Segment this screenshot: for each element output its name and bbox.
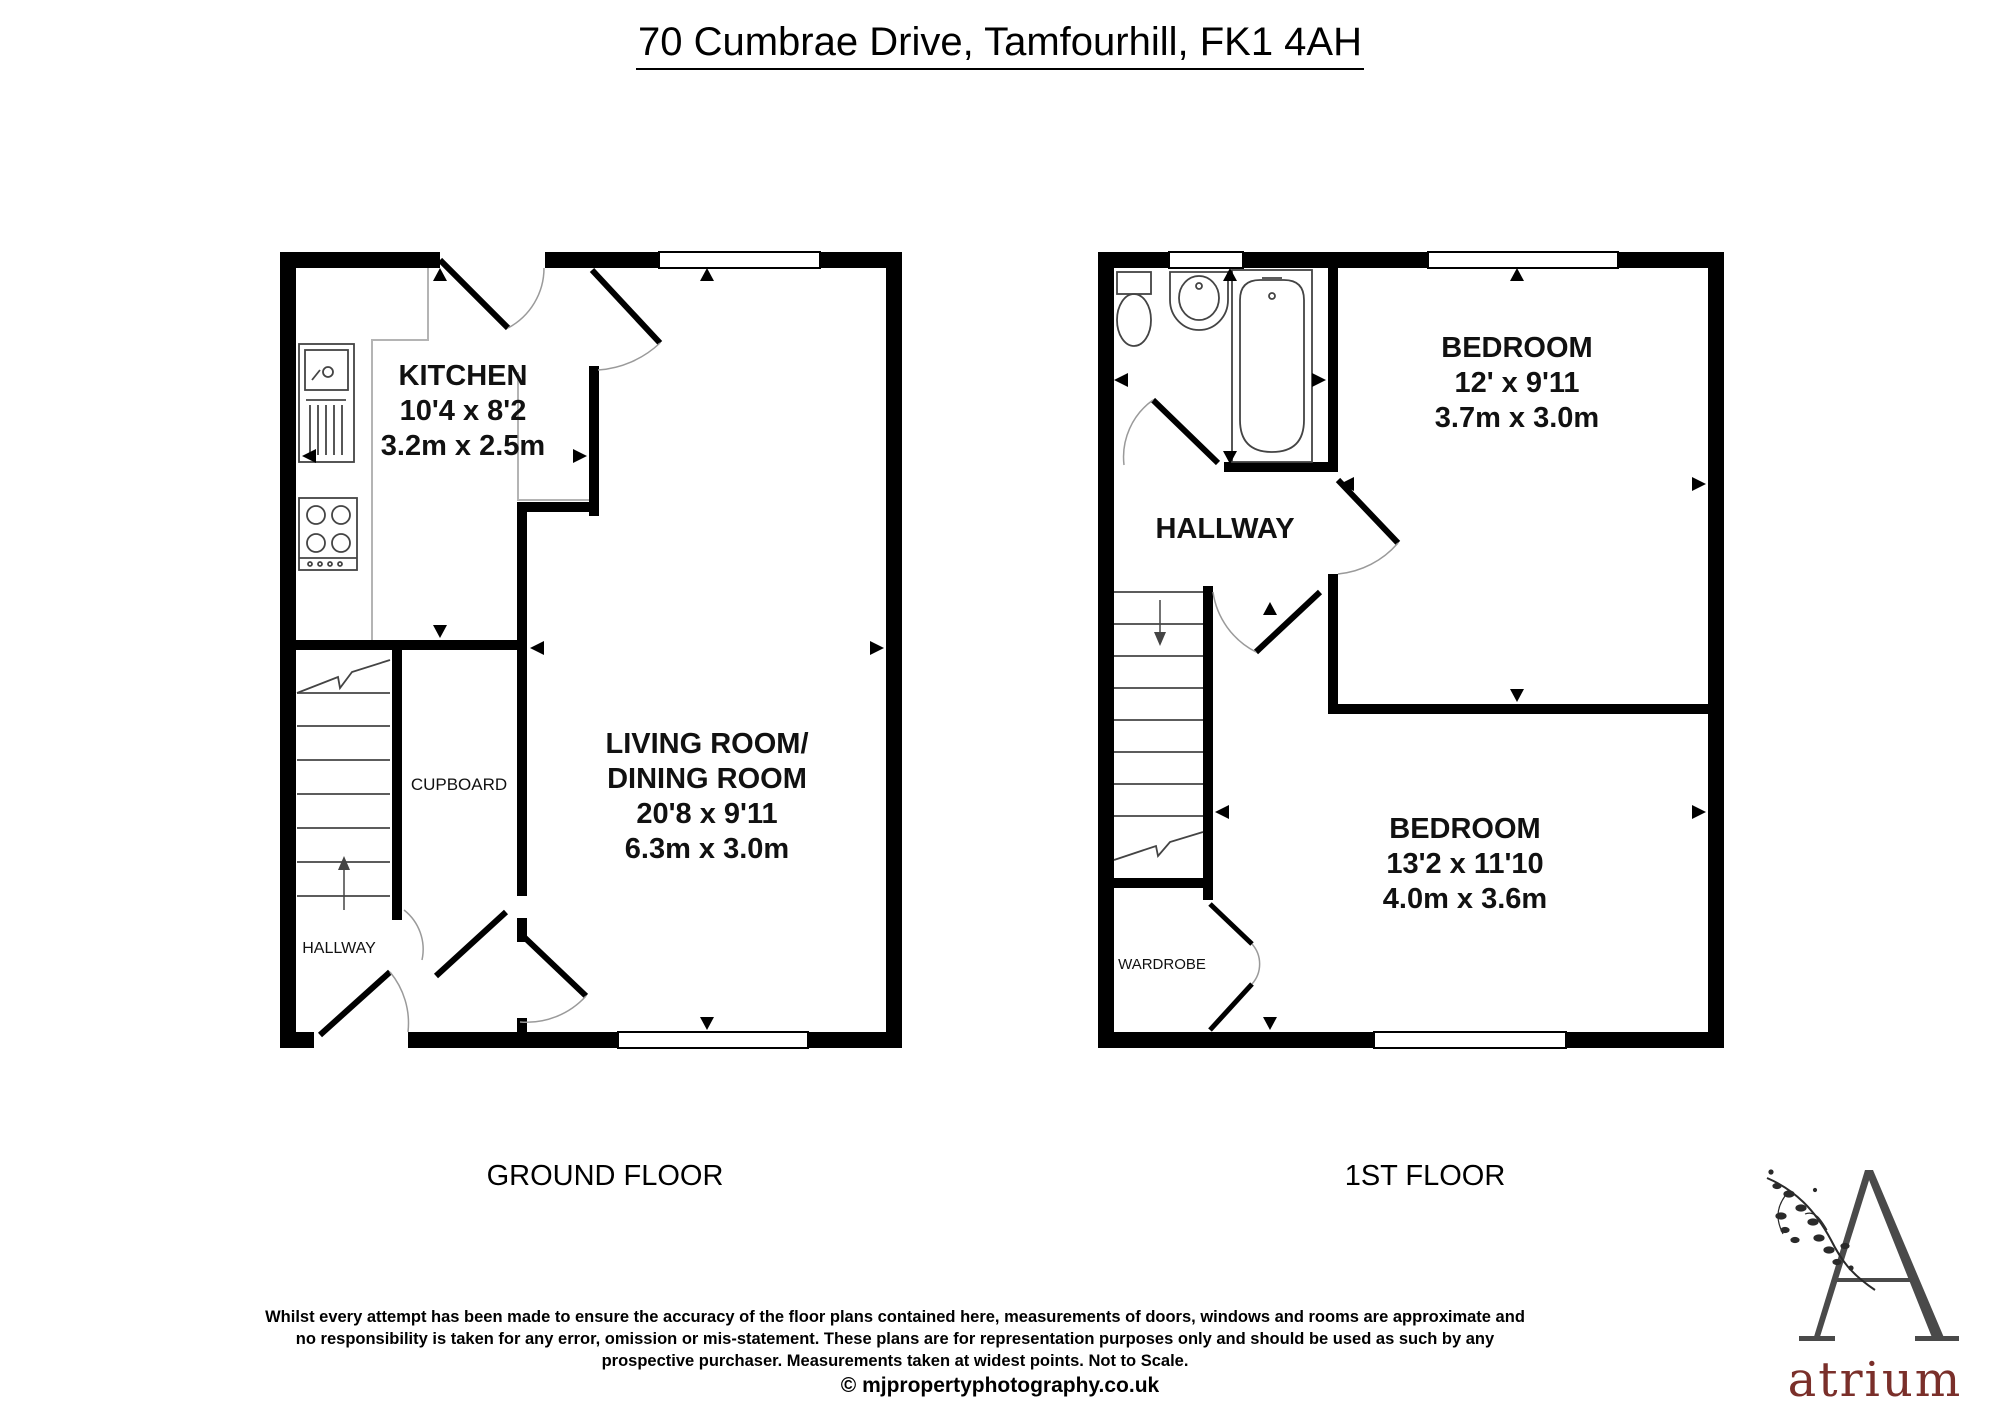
wardrobe-door-lower [1208,982,1254,1032]
kitchen-name: KITCHEN [399,360,528,392]
bedroom1-name: BEDROOM [1441,332,1592,364]
kitchen-fixture-lines [371,268,595,650]
living-metric: 6.3m x 3.0m [625,833,789,865]
hob-icon [298,497,358,571]
disclaimer-text: Whilst every attempt has been made to en… [265,1308,1525,1370]
first-floor-dimension-arrows [1114,268,1706,1030]
wardrobe-door-upper [1208,902,1254,946]
bath-icon [1231,269,1313,463]
bedroom2-imperial: 13'2 x 11'10 [1386,848,1543,880]
kitchen-imperial: 10'4 x 8'2 [400,395,527,427]
bedroom1-metric: 3.7m x 3.0m [1435,402,1599,434]
window-living-top [658,251,821,269]
ground-floor-windows [617,251,821,1049]
address-title: 70 Cumbrae Drive, Tamfourhill, FK1 4AH [636,18,1364,70]
wardrobe-label: WARDROBE [1118,956,1206,973]
ground-floor-labels: KITCHEN 10'4 x 8'2 3.2m x 2.5m LIVING RO… [302,360,808,957]
window-bedroom2 [1373,1031,1567,1049]
first-floor-plan: BEDROOM 12' x 9'11 3.7m x 3.0m BEDROOM 1… [1098,251,1724,1049]
window-bathroom [1168,251,1244,269]
ground-floor-doors [317,257,663,1038]
hallway-front-door [317,969,393,1038]
living-hall-door [520,933,589,999]
ground-floor-dimension-arrows [302,268,884,1030]
first-floor-labels: BEDROOM 12' x 9'11 3.7m x 3.0m BEDROOM 1… [1118,332,1599,973]
bedroom1-door [1335,477,1401,546]
toilet-icon [1116,271,1152,347]
front-kitchen-door [437,257,511,331]
living-name-line1: LIVING ROOM/ [606,728,809,760]
page-title: 70 Cumbrae Drive, Tamfourhill, FK1 4AH [0,18,2000,70]
ground-hallway-label: HALLWAY [302,940,376,957]
kitchen-living-door [589,267,663,346]
atrium-logo-text: atrium [1787,1352,1963,1408]
copyright-text: © mjpropertyphotography.co.uk [840,1374,1160,1397]
living-imperial: 20'8 x 9'11 [636,798,777,830]
kitchen-metric: 3.2m x 2.5m [381,430,545,462]
first-floor-windows [1168,251,1619,1049]
bedroom2-metric: 4.0m x 3.6m [1383,883,1547,915]
atrium-logo-icon [1766,1169,1959,1341]
first-floor-stairs [1113,591,1204,861]
living-name-line2: DINING ROOM [607,763,807,795]
bathroom-door [1150,397,1221,466]
ground-floor-label: GROUND FLOOR [486,1160,724,1192]
first-hallway-label: HALLWAY [1155,513,1294,545]
bedroom2-name: BEDROOM [1389,813,1540,845]
ground-floor-stairs [296,659,391,910]
cupboard-door [433,909,509,979]
ground-floor-plan: KITCHEN 10'4 x 8'2 3.2m x 2.5m LIVING RO… [280,251,902,1049]
cupboard-label: CUPBOARD [411,775,507,794]
window-bedroom1 [1427,251,1619,269]
first-floor-walls [1098,252,1724,1048]
bedroom2-door [1253,589,1323,655]
first-floor-label: 1ST FLOOR [1344,1160,1506,1192]
window-living-bottom [617,1031,809,1049]
bedroom1-imperial: 12' x 9'11 [1454,367,1579,399]
washbasin-icon [1169,271,1229,331]
first-floor-doors [1122,397,1401,1032]
ground-floor-walls [280,252,902,1048]
sink-icon [298,343,355,463]
